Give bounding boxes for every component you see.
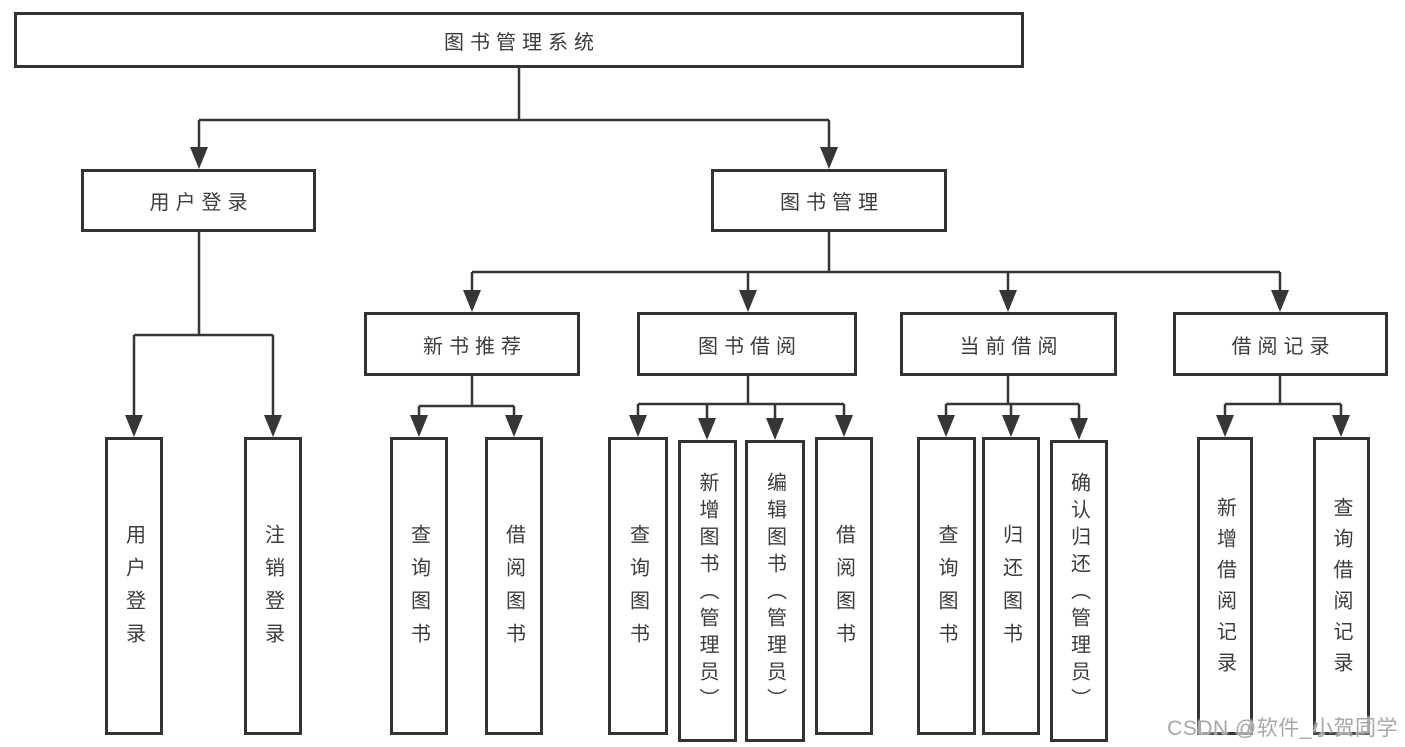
node-book-borrowing: 图书借阅 xyxy=(637,312,857,376)
node-borrowing-records: 借阅记录 xyxy=(1173,312,1388,376)
node-user-login: 用户登录 xyxy=(81,169,316,232)
node-nbr-query-books: 查询图书 xyxy=(390,437,448,735)
node-current-borrowing: 当前借阅 xyxy=(900,312,1117,376)
node-cb-confirm-return-admin: 确认归还（管理员） xyxy=(1050,440,1108,742)
node-bb-edit-books-admin: 编辑图书（管理员） xyxy=(745,440,805,742)
node-new-book-recommendation: 新书推荐 xyxy=(364,312,580,376)
node-br-query-record: 查询借阅记录 xyxy=(1313,437,1370,735)
node-cb-return-books: 归还图书 xyxy=(982,437,1040,735)
node-logout-action: 注销登录 xyxy=(244,437,302,735)
node-library-management-system: 图书管理系统 xyxy=(14,12,1024,68)
node-user-login-action: 用户登录 xyxy=(105,437,163,735)
node-bb-add-books-admin: 新增图书（管理员） xyxy=(678,440,737,742)
node-bb-query-books: 查询图书 xyxy=(608,437,668,735)
node-book-management: 图书管理 xyxy=(711,169,947,232)
node-cb-query-books: 查询图书 xyxy=(917,437,976,735)
node-bb-borrow-books: 借阅图书 xyxy=(815,437,873,735)
node-br-add-record: 新增借阅记录 xyxy=(1197,437,1253,735)
node-nbr-borrow-books: 借阅图书 xyxy=(485,437,543,735)
